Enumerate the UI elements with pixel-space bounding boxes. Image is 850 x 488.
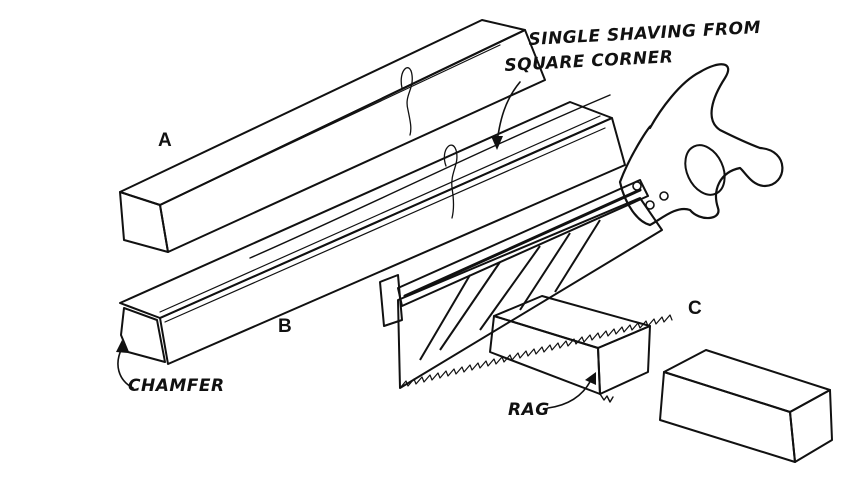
- bar-b-grain-mark: [443, 144, 458, 219]
- rag-block-end-grain: [597, 325, 651, 395]
- bar-a-top-face: [119, 19, 526, 206]
- bar-b-side-face: [159, 117, 626, 365]
- saw-screw-1: [632, 181, 642, 191]
- saw-teeth: [399, 314, 673, 389]
- rag-fibres: [599, 393, 614, 403]
- saw-handle-grip-hole: [684, 144, 726, 196]
- label-part-b: B: [278, 316, 292, 337]
- saw-handle: [618, 63, 784, 227]
- bar-a-end-grain: [119, 191, 169, 253]
- bar-a-grain-mark: [400, 67, 413, 136]
- bar-b: [119, 101, 626, 365]
- bar-a: [119, 19, 546, 253]
- bar-b-end-grain: [120, 307, 166, 363]
- label-part-a: A: [158, 130, 172, 151]
- block-c: [659, 349, 833, 463]
- block-with-rag: [489, 295, 651, 403]
- saw-screw-3: [659, 191, 669, 201]
- block-c-front: [659, 371, 796, 463]
- block-c-end-grain: [789, 389, 833, 463]
- saw-screw-2: [645, 200, 655, 210]
- label-part-c: C: [688, 298, 702, 319]
- label-rag: RAG: [508, 400, 550, 420]
- bar-b-top-face: [119, 101, 613, 319]
- bar-a-side-face: [159, 29, 546, 253]
- label-chamfer: CHAMFER: [128, 376, 225, 396]
- chamfer-edge: [159, 115, 601, 313]
- saw-blade: [397, 197, 663, 389]
- saw-blade-shading: [419, 219, 601, 361]
- tenon-saw: [379, 63, 784, 389]
- shaving-arrow: [496, 81, 521, 143]
- shaving-strip: [249, 94, 611, 259]
- rag-block-front: [489, 315, 601, 395]
- saw-back-end: [379, 274, 403, 327]
